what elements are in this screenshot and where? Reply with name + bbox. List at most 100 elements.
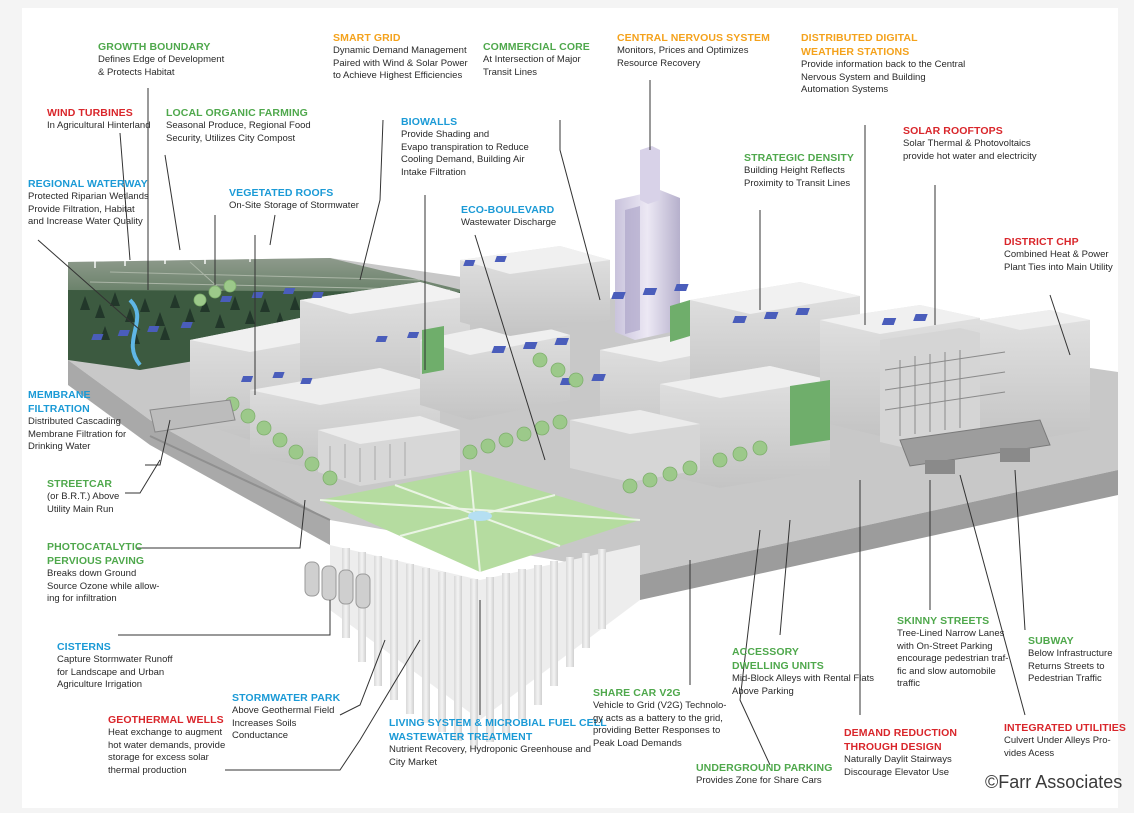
callout-description: Above Geothermal Field Increases Soils C… — [232, 705, 335, 741]
callout-description: Nutrient Recovery, Hydroponic Greenhouse… — [389, 744, 592, 768]
callout-district-chp: DISTRICT CHP Combined Heat & Power Plant… — [1004, 235, 1113, 274]
callout-description: Culvert Under Alleys Pro- vides Acess — [1004, 735, 1111, 759]
callout-description: Heat exchange to augment hot water deman… — [108, 727, 226, 776]
callout-title: SOLAR ROOFTOPS — [903, 125, 1003, 137]
callout-title: DISTRICT CHP — [1004, 236, 1079, 248]
callout-title: VEGETATED ROOFS — [229, 187, 334, 199]
callout-description: Solar Thermal & Photovoltaics provide ho… — [903, 138, 1037, 162]
callout-title: ECO-BOULEVARD — [461, 204, 555, 216]
callout-streetcar: STREETCAR (or B.R.T.) Above Utility Main… — [47, 477, 119, 516]
callout-title: SKINNY STREETS — [897, 615, 990, 627]
callout-share-car-v2g: SHARE CAR V2G Vehicle to Grid (V2G) Tech… — [593, 686, 726, 750]
callout-description: Monitors, Prices and Optimizes Resource … — [617, 45, 749, 69]
callout-title: UNDERGROUND PARKING — [696, 762, 833, 774]
callout-wind-turbines: WIND TURBINES In Agricultural Hinterland — [47, 106, 151, 133]
callout-description: Vehicle to Grid (V2G) Technolo- gy acts … — [593, 700, 727, 749]
callout-stormwater-park: STORMWATER PARK Above Geothermal Field I… — [232, 691, 340, 743]
callout-description: Naturally Daylit Stairways Discourage El… — [844, 754, 952, 778]
callout-distributed-digital-weather-stations: DISTRIBUTED DIGITAL WEATHER STATIONS Pro… — [801, 31, 965, 97]
callout-subway: SUBWAY Below Infrastructure Returns Stre… — [1028, 634, 1112, 686]
callout-photocatalytic-pervious-paving: PHOTOCATALYTIC PERVIOUS PAVING Breaks do… — [47, 540, 159, 606]
stormwater-park — [319, 469, 641, 573]
callout-title: INTEGRATED UTILITIES — [1004, 722, 1126, 734]
callout-strategic-density: STRATEGIC DENSITY Building Height Reflec… — [744, 151, 854, 190]
callout-description: Wastewater Discharge — [461, 217, 557, 228]
waterway — [128, 298, 142, 367]
callout-membrane-filtration: MEMBRANE FILTRATION Distributed Cascadin… — [28, 388, 126, 454]
callout-title: DEMAND REDUCTION THROUGH DESIGN — [844, 727, 958, 753]
callout-description: Building Height Reflects Proximity to Tr… — [744, 165, 851, 189]
civic-building-left — [318, 416, 460, 486]
callout-title: BIOWALLS — [401, 116, 458, 128]
callout-title: SUBWAY — [1028, 635, 1074, 647]
callout-vegetated-roofs: VEGETATED ROOFS On-Site Storage of Storm… — [229, 186, 359, 213]
callout-integrated-utilities: INTEGRATED UTILITIES Culvert Under Alley… — [1004, 721, 1126, 760]
callout-description: Provide Shading and Evapo transpiration … — [401, 129, 529, 178]
callout-skinny-streets: SKINNY STREETS Tree-Lined Narrow Lanes w… — [897, 614, 1008, 691]
callout-underground-parking: UNDERGROUND PARKING Provides Zone for Sh… — [696, 761, 832, 788]
callout-cisterns: CISTERNS Capture Stormwater Runoff for L… — [57, 640, 172, 692]
callout-title: STREETCAR — [47, 478, 113, 490]
callout-title: SMART GRID — [333, 32, 401, 44]
callout-title: ACCESSORY DWELLING UNITS — [732, 646, 824, 672]
geothermal-wells — [330, 545, 640, 749]
wind-turbines — [87, 227, 260, 268]
callout-solar-rooftops: SOLAR ROOFTOPS Solar Thermal & Photovolt… — [903, 124, 1037, 163]
callout-title: GROWTH BOUNDARY — [98, 41, 211, 53]
callout-description: Defines Edge of Development & Protects H… — [98, 54, 225, 78]
callout-description: Provide information back to the Central … — [801, 59, 966, 95]
callout-description: Distributed Cascading Membrane Filtratio… — [28, 416, 127, 452]
callout-description: Below Infrastructure Returns Streets to … — [1028, 648, 1113, 684]
callout-local-organic-farming: LOCAL ORGANIC FARMING Seasonal Produce, … — [166, 106, 311, 145]
cisterns — [304, 561, 371, 609]
right-district-buildings — [600, 282, 1090, 488]
callout-description: Protected Riparian Wetlands Provide Filt… — [28, 191, 149, 227]
callout-living-system: LIVING SYSTEM & MICROBIAL FUEL CELL WAST… — [389, 716, 607, 769]
callout-accessory-dwelling-units: ACCESSORY DWELLING UNITS Mid-Block Alley… — [732, 645, 874, 698]
callout-description: At Intersection of Major Transit Lines — [483, 54, 581, 78]
callout-title: MEMBRANE FILTRATION — [28, 389, 91, 415]
callout-title: SHARE CAR V2G — [593, 687, 681, 699]
callout-description: Mid-Block Alleys with Rental Flats Above… — [732, 673, 875, 697]
callout-title: COMMERCIAL CORE — [483, 41, 590, 53]
left-solar-panels — [91, 256, 507, 384]
callout-description: (or B.R.T.) Above Utility Main Run — [47, 491, 120, 515]
callout-biowalls: BIOWALLS Provide Shading and Evapo trans… — [401, 115, 529, 179]
callout-central-nervous-system: CENTRAL NERVOUS SYSTEM Monitors, Prices … — [617, 31, 770, 70]
copyright-notice: ©Farr Associates — [985, 772, 1123, 792]
callout-description: In Agricultural Hinterland — [47, 120, 151, 131]
callout-commercial-core: COMMERCIAL CORE At Intersection of Major… — [483, 40, 590, 79]
callout-title: REGIONAL WATERWAY — [28, 178, 148, 190]
callout-description: Dynamic Demand Management Paired with Wi… — [333, 45, 468, 81]
callout-title: PHOTOCATALYTIC PERVIOUS PAVING — [47, 541, 145, 567]
callout-demand-reduction: DEMAND REDUCTION THROUGH DESIGN Naturall… — [844, 726, 957, 779]
callout-title: CENTRAL NERVOUS SYSTEM — [617, 32, 770, 44]
callout-regional-waterway: REGIONAL WATERWAY Protected Riparian Wet… — [28, 177, 149, 229]
callout-growth-boundary: GROWTH BOUNDARY Defines Edge of Developm… — [98, 40, 224, 79]
callout-description: Breaks down Ground Source Ozone while al… — [47, 568, 160, 604]
callout-description: Combined Heat & Power Plant Ties into Ma… — [1004, 249, 1113, 273]
subway-and-utilities — [899, 419, 1051, 474]
callout-geothermal-wells: GEOTHERMAL WELLS Heat exchange to augmen… — [108, 713, 225, 777]
callout-description: Seasonal Produce, Regional Food Security… — [166, 120, 311, 144]
leader-lines — [37, 80, 1071, 771]
callout-title: LOCAL ORGANIC FARMING — [166, 107, 308, 119]
callout-description: Capture Stormwater Runoff for Landscape … — [57, 654, 173, 690]
callout-title: LIVING SYSTEM & MICROBIAL FUEL CELL WAST… — [389, 717, 607, 743]
central-tower — [615, 146, 680, 340]
callout-title: CISTERNS — [57, 641, 111, 653]
callout-title: WIND TURBINES — [47, 107, 133, 119]
callout-eco-boulevard: ECO-BOULEVARD Wastewater Discharge — [461, 203, 556, 230]
callout-title: DISTRIBUTED DIGITAL WEATHER STATIONS — [801, 32, 918, 58]
civic-building-right — [570, 410, 700, 482]
callout-title: STORMWATER PARK — [232, 692, 341, 704]
callout-title: STRATEGIC DENSITY — [744, 152, 855, 164]
callout-description: Provides Zone for Share Cars — [696, 775, 822, 786]
living-walls — [422, 300, 830, 446]
callout-description: Tree-Lined Narrow Lanes with On-Street P… — [897, 628, 1009, 689]
callout-title: GEOTHERMAL WELLS — [108, 714, 224, 726]
streetcar — [149, 399, 331, 521]
callout-description: On-Site Storage of Stormwater — [229, 200, 359, 211]
callout-smart-grid: SMART GRID Dynamic Demand Management Pai… — [333, 31, 468, 83]
